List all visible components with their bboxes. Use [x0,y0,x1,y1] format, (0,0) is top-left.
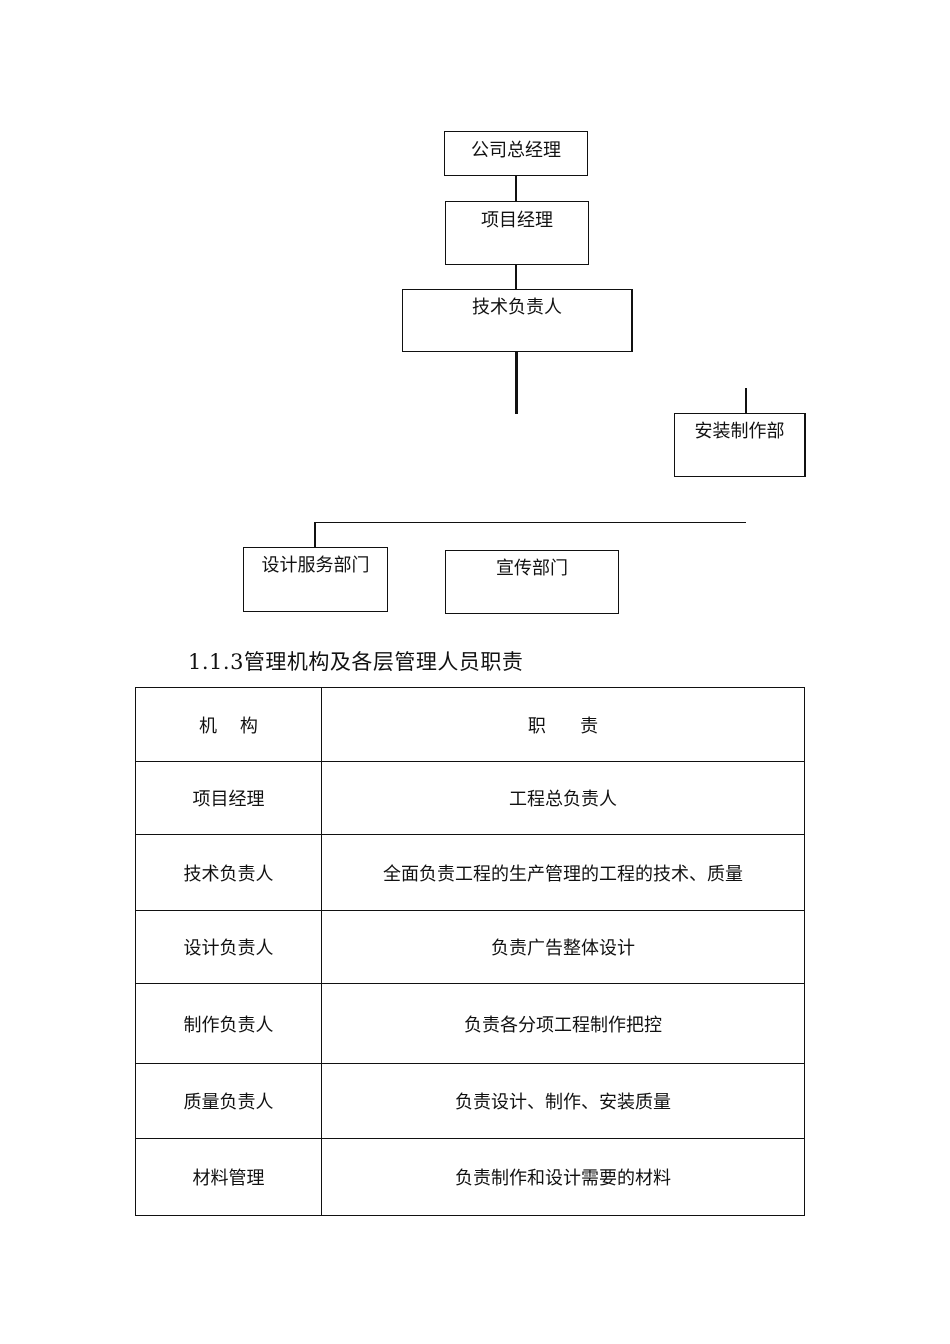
table-header-org: 机 构 [135,687,322,762]
table-cell-duty: 工程总负责人 [321,761,805,835]
table-cell-org: 制作负责人 [135,983,322,1064]
table-row: 设计负责人 负责广告整体设计 [135,910,805,984]
table-row: 质量负责人 负责设计、制作、安装质量 [135,1063,805,1139]
table-cell-org: 项目经理 [135,761,322,835]
connector-gm-pm [515,176,517,201]
table-row: 制作负责人 负责各分项工程制作把控 [135,983,805,1064]
table-cell-duty: 全面负责工程的生产管理的工程的技术、质量 [321,834,805,911]
org-label-project-manager: 项目经理 [481,210,553,231]
org-label-design-service-dept: 设计服务部门 [261,555,370,576]
responsibility-table: 机 构 职 责 项目经理 工程总负责人 技术负责人 全面负责工程的生产管理的工程… [135,687,805,1216]
org-label-installation-dept: 安装制作部 [694,421,785,442]
org-box-installation-dept: 安装制作部 [674,413,806,477]
connector-horizontal-bar [315,522,746,523]
org-box-general-manager: 公司总经理 [444,131,588,176]
table-cell-org: 技术负责人 [135,834,322,911]
org-label-general-manager: 公司总经理 [471,140,561,161]
connector-install-up [745,388,747,413]
table-cell-duty: 负责制作和设计需要的材料 [321,1138,805,1216]
table-row: 项目经理 工程总负责人 [135,761,805,835]
table-row: 材料管理 负责制作和设计需要的材料 [135,1138,805,1216]
table-cell-duty: 负责各分项工程制作把控 [321,983,805,1064]
connector-design-up [314,522,316,549]
table-cell-org: 质量负责人 [135,1063,322,1139]
org-label-technical-lead: 技术负责人 [472,297,562,318]
table-row: 技术负责人 全面负责工程的生产管理的工程的技术、质量 [135,834,805,911]
org-box-technical-lead: 技术负责人 [402,289,633,352]
table-header-duty: 职 责 [321,687,805,762]
org-label-publicity-dept: 宣传部门 [496,558,568,579]
table-header-row: 机 构 职 责 [135,687,805,762]
table-cell-org: 设计负责人 [135,910,322,984]
connector-tech-down [515,352,518,414]
table-cell-duty: 负责设计、制作、安装质量 [321,1063,805,1139]
table-cell-org: 材料管理 [135,1138,322,1216]
connector-pm-tech [515,265,517,289]
section-title: 1.1.3管理机构及各层管理人员职责 [188,650,524,674]
org-box-publicity-dept: 宣传部门 [445,550,619,614]
table-cell-duty: 负责广告整体设计 [321,910,805,984]
org-box-project-manager: 项目经理 [445,201,589,265]
org-box-design-service-dept: 设计服务部门 [243,547,388,612]
